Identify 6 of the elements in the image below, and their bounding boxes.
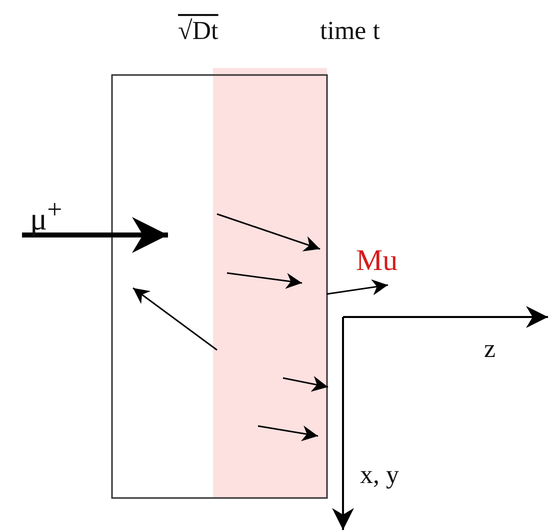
axis-label: z [484, 336, 496, 362]
muonium-label: Mu [356, 246, 398, 276]
muon-label: μ$^{+}$ [30, 196, 62, 235]
diffusion-length-label: √Dt [178, 18, 218, 44]
time-label: time t [320, 18, 380, 44]
axis-label: x, y [360, 462, 399, 488]
